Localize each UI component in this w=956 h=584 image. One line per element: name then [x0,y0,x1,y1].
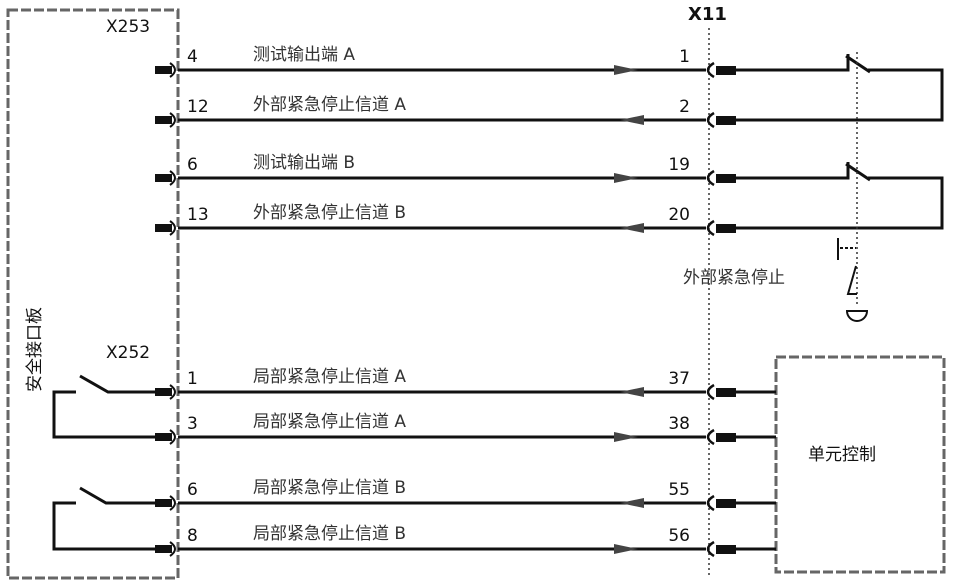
signal-row: 1 局部紧急停止信道 A 37 [155,367,776,401]
left-pin-number: 13 [187,205,209,225]
signal-label: 局部紧急停止信道 B [253,524,406,544]
unit-control-label: 单元控制 [808,445,876,465]
left-socket-icon [169,541,176,557]
left-plug-icon [155,116,172,124]
arrow-left-icon [620,223,644,233]
signal-label: 测试输出端 A [253,45,355,65]
left-plug-icon [155,388,172,396]
left-socket-icon [169,170,176,186]
left-pin-number: 4 [187,47,198,67]
estop-button-icon [837,238,869,322]
arrow-left-icon [620,387,644,397]
signal-row: 4 测试输出端 A 1 [155,45,736,79]
right-socket-icon [706,219,715,237]
board-label: 安全接口板 [25,307,45,392]
arrow-left-icon [620,115,644,125]
right-socket-icon [706,428,715,446]
left-pin-number: 6 [187,155,198,175]
signal-row: 3 局部紧急停止信道 A 38 [155,412,776,446]
left-socket-icon [169,62,176,78]
right-pin-number: 55 [668,480,690,500]
left-pin-number: 1 [187,369,198,389]
arrow-right-icon [614,432,638,442]
right-socket-icon [706,61,715,79]
local-estop-switch-b [52,486,155,551]
left-plug-icon [155,545,172,553]
right-plug-icon [716,174,736,183]
signal-row: 6 测试输出端 B 19 [155,153,736,187]
left-plug-icon [155,224,172,232]
signal-label: 局部紧急停止信道 A [253,367,406,387]
signal-label: 局部紧急停止信道 B [253,478,406,498]
right-plug-icon [716,66,736,75]
connector-x252-label: X252 [106,343,150,363]
right-socket-icon [706,169,715,187]
connector-x11-label: X11 [688,4,727,25]
external-estop-label: 外部紧急停止 [683,268,785,288]
signal-row: 12 外部紧急停止信道 A 2 [155,95,736,129]
left-socket-icon [169,495,176,511]
left-plug-icon [155,433,172,441]
external-estop-switch-b [735,162,944,230]
arrow-left-icon [620,498,644,508]
arrow-right-icon [614,65,638,75]
left-socket-icon [169,112,176,128]
signal-row: 13 外部紧急停止信道 B 20 [155,203,736,237]
signal-label: 外部紧急停止信道 B [253,203,406,223]
right-pin-number: 1 [679,47,690,67]
right-plug-icon [716,499,736,508]
left-socket-icon [169,220,176,236]
signal-label: 外部紧急停止信道 A [253,95,406,115]
external-estop-switch-a [735,54,944,122]
right-plug-icon [716,433,736,442]
local-estop-switch-a [52,374,155,439]
right-socket-icon [706,540,715,558]
unit-control-box [774,355,946,574]
signal-row: 8 局部紧急停止信道 B 56 [155,524,776,558]
signal-label: 测试输出端 B [253,153,355,173]
left-pin-number: 8 [187,526,198,546]
right-pin-number: 19 [668,155,690,175]
left-pin-number: 3 [187,414,198,434]
right-pin-number: 20 [668,205,690,225]
connector-x253-label: X253 [106,17,150,37]
left-plug-icon [155,66,172,74]
right-socket-icon [706,111,715,129]
left-pin-number: 12 [187,97,209,117]
left-socket-icon [169,384,176,400]
arrow-right-icon [614,173,638,183]
arrow-right-icon [614,544,638,554]
signal-label: 局部紧急停止信道 A [253,412,406,432]
right-pin-number: 38 [668,414,690,434]
right-socket-icon [706,383,715,401]
right-plug-icon [716,116,736,125]
left-pin-number: 6 [187,480,198,500]
left-plug-icon [155,499,172,507]
safety-interface-board-box [6,8,180,580]
left-plug-icon [155,174,172,182]
right-plug-icon [716,545,736,554]
right-plug-icon [716,224,736,233]
right-pin-number: 2 [679,97,690,117]
right-socket-icon [706,494,715,512]
right-pin-number: 56 [668,526,690,546]
signal-row: 6 局部紧急停止信道 B 55 [155,478,776,512]
left-socket-icon [169,429,176,445]
right-plug-icon [716,388,736,397]
right-pin-number: 37 [668,369,690,389]
